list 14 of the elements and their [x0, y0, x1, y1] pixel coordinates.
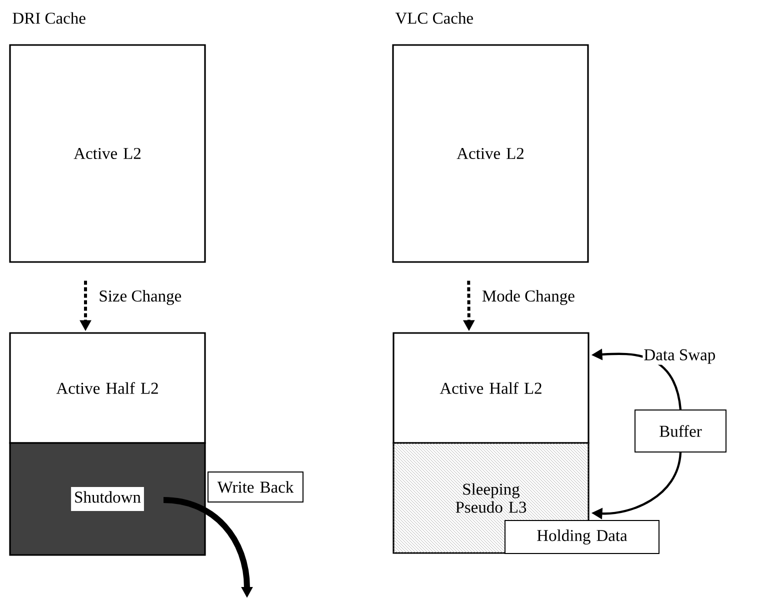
cache-box: Active L2: [392, 44, 589, 263]
cache-title: DRI Cache: [12, 12, 86, 24]
edge-label: Data Swap: [642, 348, 717, 365]
shutdown-region: Shutdown: [9, 442, 206, 556]
cache-box: Active Half L2: [9, 332, 206, 444]
cache-box: Active Half L2: [392, 332, 590, 444]
buffer-box: Buffer: [634, 410, 726, 452]
label-box: Write Back: [208, 472, 304, 502]
sleeping-region: Sleeping Pseudo L3: [456, 483, 526, 513]
label-box: Holding Data: [504, 520, 660, 554]
cache-title: VLC Cache: [395, 12, 473, 24]
edge-label: Size Change: [98, 289, 183, 306]
edge-label: Mode Change: [480, 289, 576, 306]
cache-box: Active L2: [9, 44, 206, 263]
